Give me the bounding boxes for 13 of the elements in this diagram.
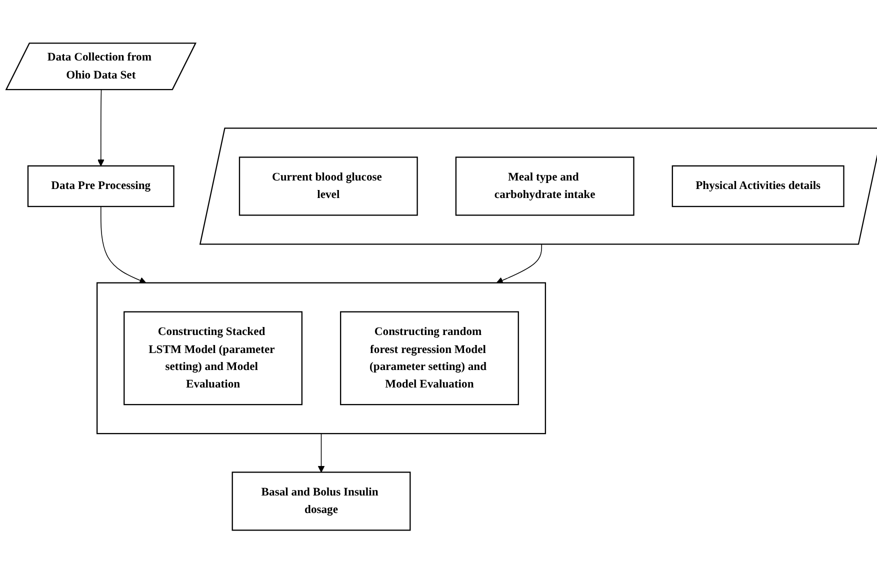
- arrow: [496, 244, 542, 284]
- arrow: [100, 206, 146, 284]
- node-box: Basal and Bolus Insulin dosage: [232, 471, 411, 531]
- node-box: Meal type and carbohydrate intake: [455, 156, 634, 216]
- arrow: [318, 432, 325, 472]
- cluster: [96, 282, 546, 434]
- node-box: Physical Activities details: [672, 165, 844, 207]
- node-box: Constructing random forest regression Model (parameter setting) and Model Evaluation: [340, 311, 519, 405]
- node-box: Data Pre Processing: [27, 165, 174, 207]
- cluster: [199, 127, 877, 245]
- node-box: Constructing Stacked LSTM Model (parameter setting) and Model Evaluation: [124, 311, 302, 405]
- node-box: Current blood glucose level: [238, 156, 418, 216]
- arrow: [97, 89, 104, 166]
